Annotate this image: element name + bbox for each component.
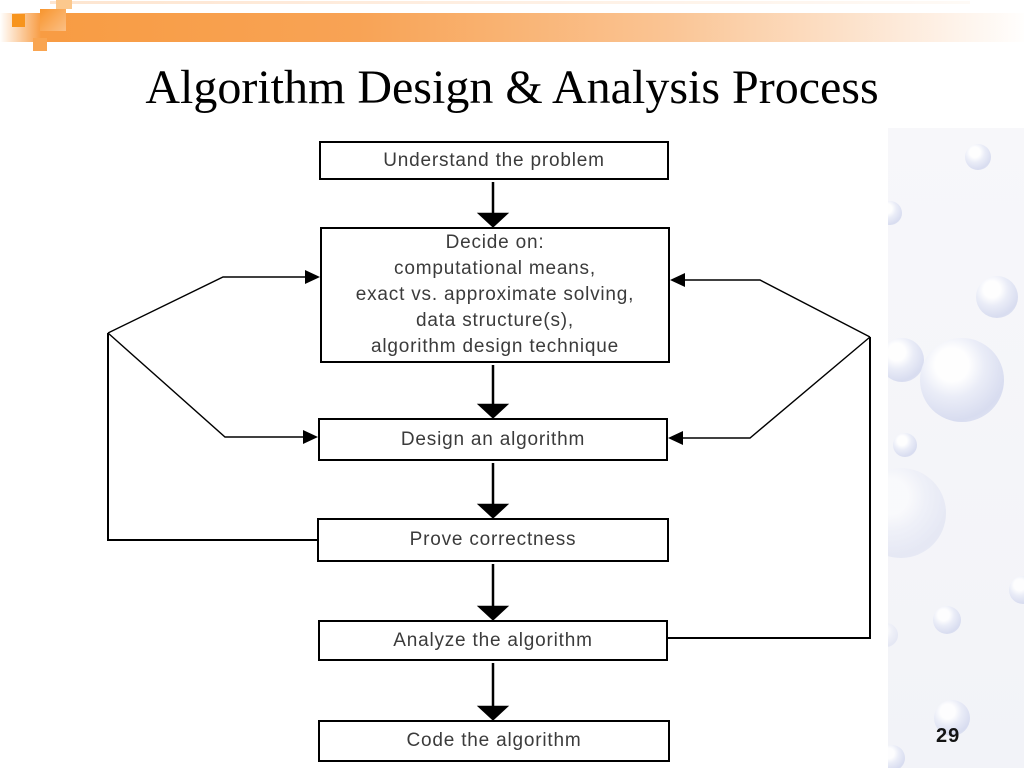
arrowhead-down-icon <box>476 705 510 721</box>
feedback-left-trunk <box>107 333 317 541</box>
bubble <box>888 468 946 558</box>
bubble <box>888 201 902 225</box>
header-faint-line <box>50 1 970 4</box>
bubble <box>893 433 917 457</box>
bubble <box>888 338 924 382</box>
bubble-background <box>888 128 1024 768</box>
arrowhead-down-icon <box>476 212 510 228</box>
flow-box-label: Code the algorithm <box>406 730 582 751</box>
feedback-left-to-design <box>107 332 303 438</box>
page-number: 29 <box>936 725 961 747</box>
bubble <box>965 144 991 170</box>
feedback-right-to-design <box>683 336 871 439</box>
bubble <box>934 700 970 736</box>
feedback-left-to-decide <box>107 276 305 334</box>
flow-box-label-line: data structure(s), <box>415 310 574 331</box>
bubble <box>888 623 898 647</box>
bubble <box>920 338 1004 422</box>
deco-square-medium <box>33 38 47 51</box>
feedback-right-trunk <box>668 337 871 639</box>
flow-box-analyze-the-algorithm: Analyze the algorithm <box>318 620 668 661</box>
deco-square-orange <box>12 14 25 27</box>
arrowhead-right-icon <box>305 270 320 284</box>
arrowhead-right-icon <box>303 430 318 444</box>
bubble <box>933 606 961 634</box>
bubble <box>888 745 905 768</box>
arrowhead-left-icon <box>670 273 685 287</box>
flow-box-label-line: exact vs. approximate solving, <box>355 284 635 305</box>
bubble <box>1009 576 1024 604</box>
flow-box-label: Prove correctness <box>409 529 577 550</box>
header-accent-bar <box>0 13 1024 42</box>
flow-box-label-line: computational means, <box>394 258 596 279</box>
flow-box-multiline-label: Decide on: computational means, exact vs… <box>356 230 635 360</box>
arrowhead-left-icon <box>668 431 683 445</box>
arrowhead-down-icon <box>476 503 510 519</box>
slide-title: Algorithm Design & Analysis Process <box>145 61 879 114</box>
flow-box-prove-correctness: Prove correctness <box>317 518 669 562</box>
arrowhead-down-icon <box>476 605 510 621</box>
deco-square-light <box>56 0 72 9</box>
flow-box-label: Analyze the algorithm <box>393 629 593 651</box>
flow-box-label-line: Decide on: <box>445 232 545 253</box>
flow-box-code-the-algorithm: Code the algorithm <box>318 720 670 762</box>
flow-box-understand-the-problem: Understand the problem <box>319 141 669 180</box>
arrowhead-down-icon <box>476 403 510 419</box>
flow-box-decide-on: Decide on: computational means, exact vs… <box>320 227 670 363</box>
flow-box-label-line: algorithm design technique <box>371 336 619 357</box>
deco-square-gradient <box>40 9 66 31</box>
flow-box-label: Design an algorithm <box>400 428 586 450</box>
flow-box-design-an-algorithm: Design an algorithm <box>318 418 668 461</box>
bubble <box>976 276 1018 318</box>
feedback-right-to-decide <box>685 279 871 338</box>
flow-box-label: Understand the problem <box>383 149 605 171</box>
